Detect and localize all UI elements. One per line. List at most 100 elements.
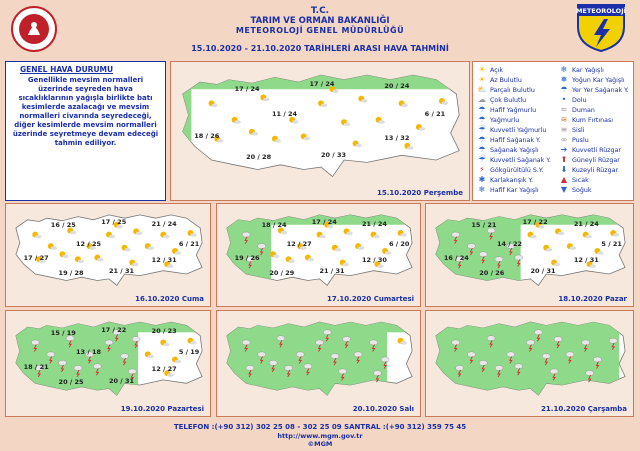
- rain-icon: [295, 351, 305, 364]
- temperature-label: 6 / 21: [178, 239, 200, 248]
- light-snow-icon: ❄: [478, 185, 486, 194]
- rain-icon: [593, 356, 602, 369]
- sun-icon: [316, 231, 326, 239]
- sun-icon: [187, 337, 197, 345]
- country-outline: [15, 214, 203, 286]
- rain-icon: [112, 329, 121, 342]
- sun-icon: [164, 370, 174, 377]
- meteorology-logo: METEOROLOJİ: [574, 3, 628, 53]
- legend-label: Soğuk: [572, 186, 592, 194]
- rain-icon: [85, 351, 94, 364]
- rain-icon: [494, 256, 504, 269]
- sun-icon: [438, 98, 449, 105]
- sun-icon: [610, 229, 620, 237]
- logo-right-text: METEOROLOJİ: [576, 6, 626, 15]
- legend-right-column: ❄Kar Yağışlı❅Yoğun Kar Yağışlı☂Yer Yer S…: [559, 65, 629, 195]
- rain-icon: [553, 336, 563, 349]
- temperature-label: 5 / 21: [601, 239, 622, 248]
- map-date-label: 15.10.2020 Perşembe: [376, 189, 463, 197]
- temperature-label: 20 / 24: [384, 82, 410, 91]
- rain-icon: [338, 368, 347, 381]
- temperature-label: 21 / 24: [151, 219, 177, 228]
- legend-label: Karlakarışık Y.: [490, 176, 534, 184]
- legend-item: ☀Açık: [477, 65, 551, 75]
- sun-icon: [133, 228, 143, 236]
- forecast-map-panel: 21.10.2020 Çarşamba: [425, 310, 634, 417]
- legend-label: Hafif Yağmurlu: [490, 106, 537, 114]
- legend-label: Dolu: [572, 96, 587, 104]
- rain-icon: [455, 365, 464, 378]
- temperature-label: 20 / 25: [58, 378, 84, 387]
- rain-icon: [315, 339, 324, 352]
- rain-area-coast: [15, 322, 203, 333]
- sun-icon: [164, 261, 174, 268]
- temperature-label: 17 / 25: [101, 218, 127, 227]
- south-wind-icon: ⬆: [560, 155, 568, 164]
- temperature-label: 12 / 31: [573, 255, 599, 264]
- temperature-label: 12 / 31: [151, 255, 177, 264]
- temperature-label: 20 / 31: [530, 267, 556, 276]
- legend-label: Çok Bulutlu: [490, 96, 527, 104]
- sun-icon: [248, 128, 259, 136]
- rain-icon: [479, 360, 488, 373]
- strong-wind-icon: ➔: [560, 145, 568, 154]
- legend-label: Gökgürültülü S.Y.: [490, 166, 544, 174]
- cloud-icon: ☁: [478, 95, 486, 104]
- sun-icon: [32, 231, 42, 239]
- temperature-label: 17 / 24: [234, 84, 260, 93]
- partly-cloudy-icon: ⛅: [477, 85, 487, 94]
- footer-copyright: ©MGM: [307, 440, 333, 448]
- rain-icon: [451, 339, 460, 352]
- rain-icon: [581, 339, 590, 352]
- rain-icon: [585, 370, 594, 383]
- map-date-label: 21.10.2020 Çarşamba: [541, 405, 627, 413]
- rain-icon: [373, 370, 382, 383]
- temperature-label: 15 / 21: [471, 221, 497, 230]
- sun-icon: [339, 259, 349, 267]
- rain-icon: ☂: [478, 115, 486, 124]
- sun-icon: [304, 254, 315, 262]
- rain-icon: [323, 329, 332, 342]
- fog-icon: ≡: [560, 125, 568, 134]
- footer-phone: TELEFON :(+90 312) 302 25 08 - 302 25 09…: [173, 423, 467, 431]
- rain-icon: [534, 329, 543, 342]
- sun-icon: [343, 228, 353, 236]
- sun-icon: [555, 228, 565, 236]
- temperature-label: 17 / 22: [522, 218, 548, 227]
- turkey-map: [15, 321, 203, 396]
- legend-item: ⬆Güneyli Rüzgar: [559, 155, 629, 165]
- smoke-icon: ≈: [560, 105, 568, 114]
- turkey-map: [226, 214, 413, 286]
- shower-icon: ☂: [478, 145, 486, 154]
- north-wind-icon: ⬇: [560, 165, 568, 174]
- legend-left-column: ☀Açık☀Az Bulutlu⛅Parçalı Bulutlu☁Çok Bul…: [477, 65, 551, 195]
- legend-label: Sıcak: [572, 176, 589, 184]
- sun-icon: [358, 95, 368, 103]
- sun-icon: [36, 256, 46, 263]
- temperature-label: 6 / 20: [388, 239, 410, 248]
- sun-icon: [382, 248, 392, 255]
- rain-icon: [342, 336, 351, 349]
- sun-icon: [415, 124, 426, 131]
- legend-item: ☁ Çok Bulutlu: [477, 95, 551, 105]
- legend-item: ☀Az Bulutlu: [477, 75, 551, 85]
- ministry-logo: [8, 5, 60, 53]
- temperature-label: 12 / 27: [286, 239, 312, 248]
- temperature-label: 12 / 25: [76, 239, 102, 248]
- legend-item: ▲Sıcak: [559, 175, 629, 185]
- legend-item: ☂Yer Yer Sağanak Y.: [559, 85, 628, 95]
- legend-label: Kuzeyli Rüzgar: [572, 166, 619, 174]
- sun-icon: [208, 100, 218, 108]
- rain-icon: [104, 339, 114, 352]
- legend-item: ∞Puslu: [559, 135, 629, 145]
- sleet-icon: ✱: [478, 175, 486, 184]
- sun-icon: [160, 339, 170, 347]
- hail-icon: •: [561, 95, 567, 104]
- sun-icon: [144, 351, 154, 359]
- rain-icon: [514, 363, 523, 376]
- rain-area-coast: [435, 214, 626, 225]
- header-line2: TARIM VE ORMAN BAKANLIĞI: [250, 16, 390, 26]
- rain-icon: [284, 365, 293, 378]
